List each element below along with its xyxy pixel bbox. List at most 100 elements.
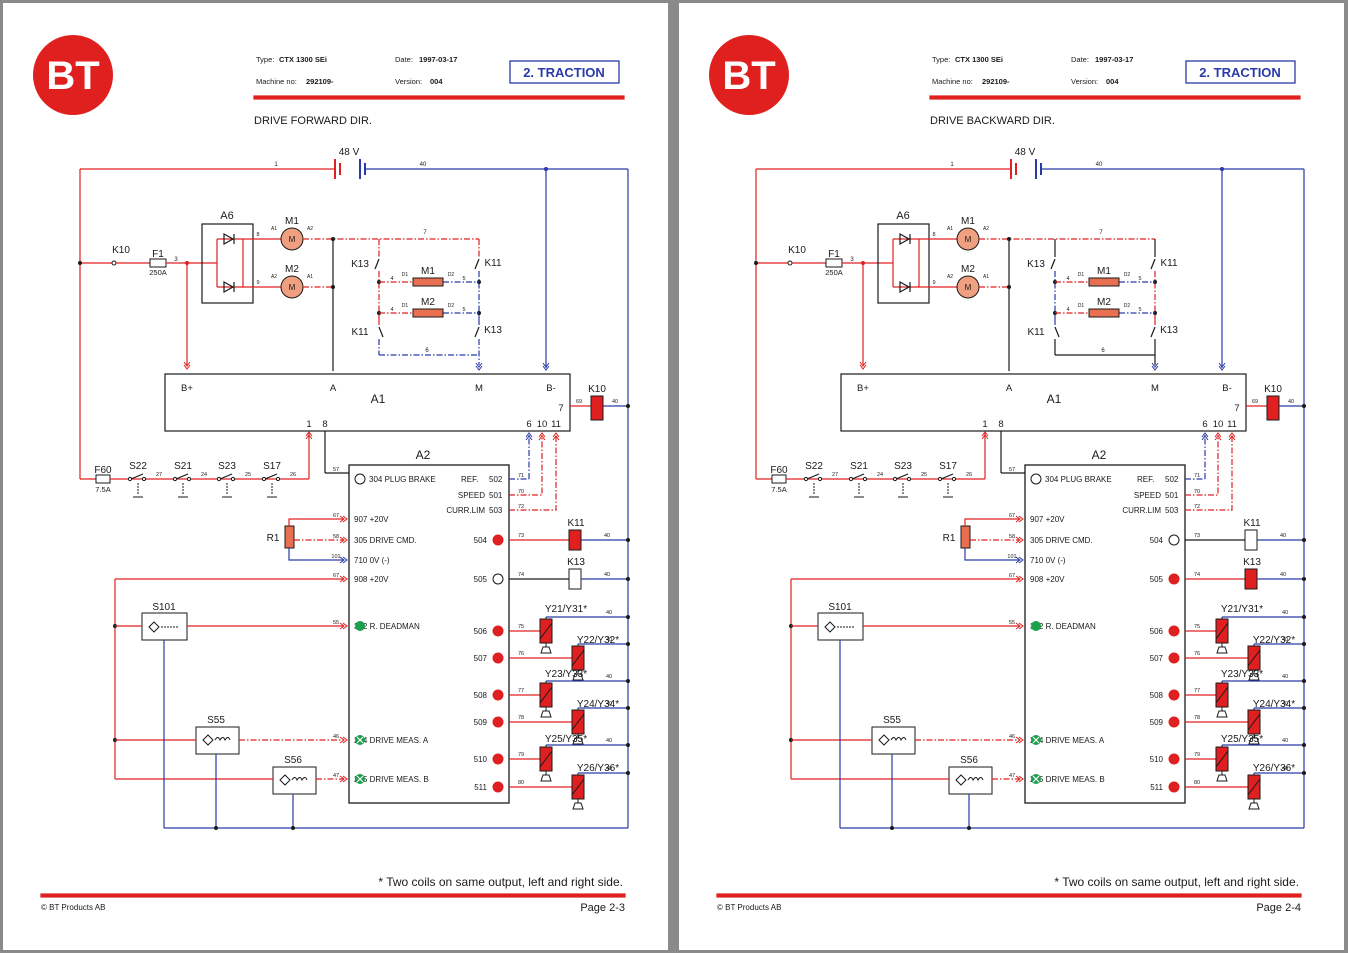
a2-top-label: REF. <box>461 475 478 484</box>
output-506-indicator <box>1168 625 1180 637</box>
terminal-304 <box>1030 473 1042 485</box>
output-pin-label: 507 <box>1150 654 1164 663</box>
junction-dot <box>1007 285 1011 289</box>
a1-pin: 1 <box>982 419 987 430</box>
version-label: Version: <box>1071 77 1098 86</box>
output-pin-label: 504 <box>474 536 488 545</box>
arrow-head <box>1018 515 1024 523</box>
pin-label: A2 <box>983 226 989 232</box>
chassis-ground-icon <box>1216 774 1228 782</box>
wire-number: 7 <box>1099 230 1103 236</box>
output-pin-label: 511 <box>474 783 487 792</box>
wire-number: 4 <box>1066 307 1069 313</box>
wire-number: 26 <box>290 472 296 478</box>
arrow-head <box>339 575 345 583</box>
arrow-head <box>859 364 867 370</box>
junction-dot <box>1302 404 1306 408</box>
a6-label: A6 <box>220 210 233 222</box>
arrow-head <box>525 432 533 438</box>
junction-dot <box>291 826 295 830</box>
valve-coil-slash <box>1215 622 1229 640</box>
arrow-head <box>342 515 348 523</box>
a1-terminal-label: A <box>330 383 337 394</box>
page-subtitle: DRIVE FORWARD DIR. <box>254 115 372 127</box>
wire-number: 26 <box>966 472 972 478</box>
switch-contact <box>275 476 281 482</box>
pin-label: D2 <box>448 303 455 309</box>
motor-symbol: M <box>965 283 972 292</box>
arrow-head <box>1018 536 1024 544</box>
a1-pin: 6 <box>526 419 531 430</box>
wire-number: 47 <box>333 773 339 779</box>
arrow-head <box>542 362 550 368</box>
wire-number: 71 <box>518 473 524 479</box>
junction-dot <box>890 826 894 830</box>
s55-label: S55 <box>207 715 225 726</box>
curr-lim-wire <box>1185 435 1233 511</box>
wire-number: 40 <box>1282 637 1288 643</box>
wire-number: 5 <box>462 307 465 313</box>
meas-indicator-mark <box>1032 739 1040 744</box>
a2-top-ref: 503 <box>1165 506 1179 515</box>
arrow-head <box>1218 365 1226 371</box>
wire-number: 25 <box>921 472 927 478</box>
wire-number: 9 <box>256 280 259 286</box>
a2-input-label: 305 DRIVE CMD. <box>354 536 417 545</box>
s55-sensor <box>871 726 916 755</box>
arrow-head <box>339 536 345 544</box>
wire-number: 40 <box>606 674 612 680</box>
output-pin-label: 506 <box>474 627 488 636</box>
wire-number: 80 <box>1194 780 1200 786</box>
wire-number: 79 <box>1194 752 1200 758</box>
switch-contact <box>474 258 480 270</box>
wire-number: 75 <box>1194 624 1200 630</box>
switch-contact <box>141 476 147 482</box>
a2-input-label: 907 +20V <box>354 515 389 524</box>
arrow-head <box>542 365 550 371</box>
wire-number: 69 <box>1252 399 1258 405</box>
switch-label: S23 <box>218 461 236 472</box>
wire-number: 74 <box>518 572 524 578</box>
wire-number: 46 <box>1009 734 1015 740</box>
arrow-head <box>339 515 345 523</box>
valve-label: Y26/Y36* <box>1253 763 1295 774</box>
a1-pin: 11 <box>551 419 561 430</box>
wire-number: 40 <box>612 399 618 405</box>
wire-number: 70 <box>518 489 524 495</box>
junction-dot <box>1302 679 1306 683</box>
a2-input-label: 908 +20V <box>1030 575 1065 584</box>
a1-terminal-label: A <box>1006 383 1013 394</box>
wire-number: 40 <box>1282 610 1288 616</box>
f1-label: F1 <box>828 249 840 260</box>
a1-controller-box <box>840 373 1247 432</box>
a2-label: A2 <box>416 448 431 462</box>
junction-dot <box>1302 538 1306 542</box>
arrow-head <box>981 431 989 437</box>
pin-label: D1 <box>402 272 409 278</box>
pin-label: D2 <box>448 272 455 278</box>
wire-number: 5 <box>1138 307 1141 313</box>
chassis-ground-icon <box>1216 646 1228 654</box>
valve-label: Y22/Y32* <box>1253 635 1295 646</box>
a2-input-label: 907 +20V <box>1030 515 1065 524</box>
r1-label: R1 <box>943 533 956 544</box>
switch-label: S22 <box>805 461 823 472</box>
wire-number: 76 <box>518 651 524 657</box>
junction-dot <box>626 404 630 408</box>
a2-input-label: 710 0V (-) <box>354 556 390 565</box>
switch-label: S23 <box>894 461 912 472</box>
output-pin-label: 505 <box>474 575 488 584</box>
wire-number: 5 <box>1138 276 1141 282</box>
sensor-icon <box>279 774 291 786</box>
sensor-coil-icon <box>967 777 984 782</box>
a2-top-label: CURR.LIM <box>1122 506 1161 515</box>
machine-value: 292109- <box>982 77 1010 86</box>
arrow-head <box>1018 775 1024 783</box>
junction-dot <box>1302 615 1306 619</box>
wire-number: 1 <box>274 162 278 168</box>
wire-number: 40 <box>604 572 610 578</box>
arrow-head <box>183 364 191 370</box>
speed-wire <box>1185 435 1219 496</box>
f1-rating: 250A <box>149 268 167 277</box>
wire-number: 67 <box>333 513 339 519</box>
